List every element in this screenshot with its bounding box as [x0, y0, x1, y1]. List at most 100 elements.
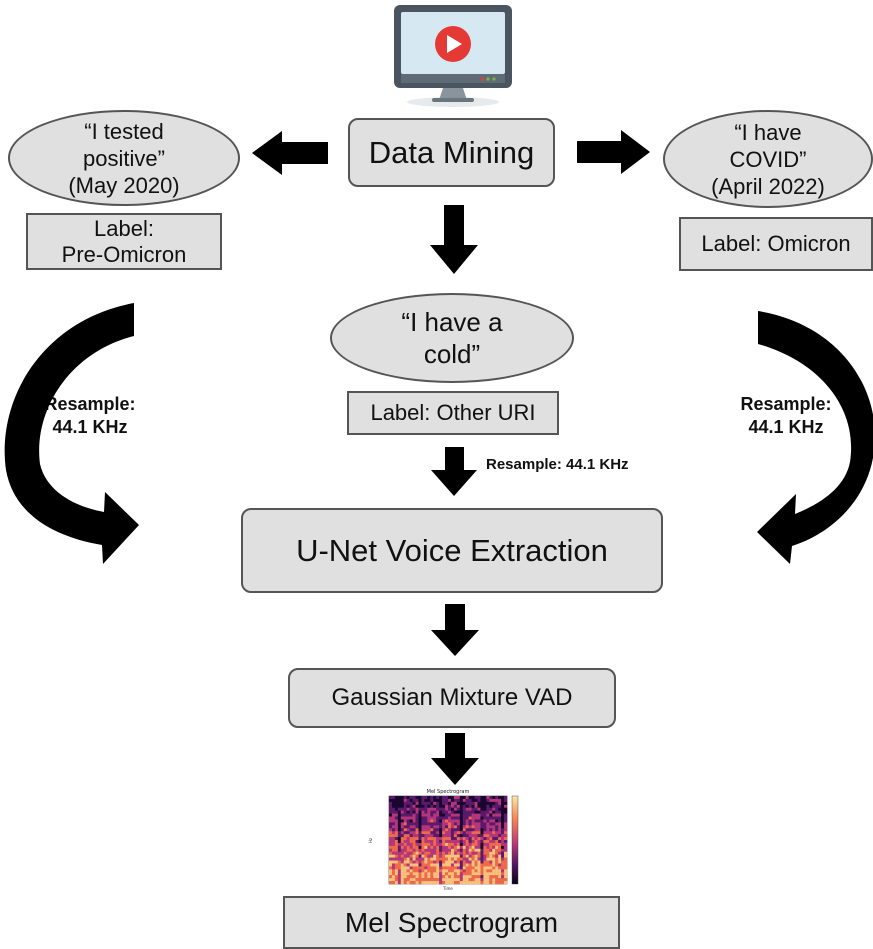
spectrogram-cell [468, 854, 472, 858]
spectrogram-cell [504, 866, 508, 870]
quote-left-ellipse: “I tested positive” (May 2020) [8, 110, 240, 206]
spectrogram-cell [474, 860, 478, 864]
spectrogram-cell [397, 875, 401, 879]
spectrogram-cell [453, 860, 458, 864]
spectrogram-cell [442, 845, 446, 849]
spectrogram-cell [504, 801, 508, 805]
spectrogram-cell [480, 807, 484, 811]
label-left-text: Label: Pre-Omicron [61, 215, 187, 267]
spectrogram-cell [403, 807, 407, 811]
spectrogram-cell [474, 840, 478, 844]
spectrogram-cell [465, 851, 469, 855]
spectrogram-cell [498, 878, 502, 882]
spectrogram-cell [436, 872, 440, 876]
spectrogram-cell [459, 825, 463, 829]
spectrogram-cell [498, 872, 502, 876]
spectrogram-cell [400, 825, 404, 829]
spectrogram-cell [465, 810, 469, 814]
spectrogram-cell [498, 842, 502, 847]
spectrogram-cell [465, 816, 469, 820]
spectrogram-cell [495, 881, 499, 885]
spectrogram-cell [394, 828, 399, 832]
spectrogram-cell [394, 834, 399, 838]
spectrogram-cell [504, 860, 508, 864]
spectrogram-cell [504, 842, 508, 847]
spectrogram-cell [430, 801, 434, 805]
spectrogram-cell [397, 869, 401, 873]
spectrogram-cell [427, 878, 431, 882]
spectrogram-cell [439, 825, 443, 829]
spectrogram-cell [409, 798, 413, 803]
spectrogram-cell [459, 798, 463, 803]
spectrogram-cell [501, 881, 505, 885]
spectrogram-cell [448, 857, 452, 861]
spectrogram-cell [489, 810, 493, 814]
spectrogram-cell [477, 837, 481, 841]
spectrogram-cell [504, 813, 508, 817]
spectrogram-cell [492, 810, 496, 814]
spectrogram-cell [427, 845, 431, 849]
spectrogram-cell [409, 878, 413, 882]
spectrogram-cell [459, 857, 463, 861]
spectrogram-cell [394, 831, 399, 835]
spectrogram-cell [453, 840, 458, 844]
spectrogram-cell [456, 866, 460, 870]
spectrogram-cell [495, 854, 499, 858]
spectrogram-cell [406, 869, 410, 873]
spectrogram-cell [462, 813, 466, 817]
spectrogram-cell [501, 819, 505, 823]
spectrogram-cell [480, 816, 484, 820]
spectrogram-cell [424, 854, 428, 858]
spectrogram-cell [480, 798, 484, 803]
spectrogram-cell [489, 831, 493, 835]
spectrogram-cell [394, 840, 399, 844]
spectrogram-cell [424, 807, 428, 811]
spectrogram-cell [480, 831, 484, 835]
spectrogram-cell [450, 854, 455, 858]
spectrogram-cell [397, 804, 401, 808]
spectrogram-cell [403, 816, 407, 820]
spectrogram-cell [495, 866, 499, 870]
spectrogram-cell [495, 834, 499, 838]
spectrogram-cell [430, 831, 434, 835]
spectrogram-cell [427, 863, 431, 867]
spectrogram-cell [483, 854, 487, 858]
spectrogram-cell [453, 819, 458, 823]
spectrogram-cell [389, 866, 393, 870]
spectrogram-cell [424, 804, 428, 808]
spectrogram-cell [436, 863, 440, 867]
spectrogram-cell [427, 810, 431, 814]
spectrogram-cell [415, 872, 419, 876]
spectrogram-cell [504, 872, 508, 876]
spectrogram-cell [397, 796, 401, 800]
spectrogram-cell [495, 872, 499, 876]
spectrogram-cell [498, 816, 502, 820]
spectrogram-cell [462, 869, 466, 873]
arrow-down-4 [431, 733, 479, 785]
curved-arrow-left [4, 303, 139, 564]
spectrogram-cell [406, 834, 410, 838]
spectrogram-cell [409, 872, 413, 876]
spectrogram-cell [430, 857, 434, 861]
spectrogram-cell [489, 798, 493, 803]
spectrogram-cell [471, 881, 475, 885]
spectrogram-cell [483, 878, 487, 882]
spectrogram-cell [492, 813, 496, 817]
spectrogram-cell [421, 819, 425, 823]
spectrogram-cell [445, 831, 449, 835]
spectrogram-cell [483, 848, 487, 852]
spectrogram-cell [389, 840, 393, 844]
spectrogram-cell [465, 875, 469, 879]
spectrogram-cell [421, 822, 425, 826]
spectrogram-cell [442, 822, 446, 826]
spectrogram-cell [430, 854, 434, 858]
spectrogram-cell [403, 878, 407, 882]
spectrogram-cell [427, 860, 431, 864]
spectrogram-cell [456, 857, 460, 861]
spectrogram-cell [465, 863, 469, 867]
spectrogram-cell [462, 863, 466, 867]
spectrogram-cell [439, 860, 443, 864]
spectrogram-cell [436, 857, 440, 861]
spectrogram-cell [439, 804, 443, 808]
